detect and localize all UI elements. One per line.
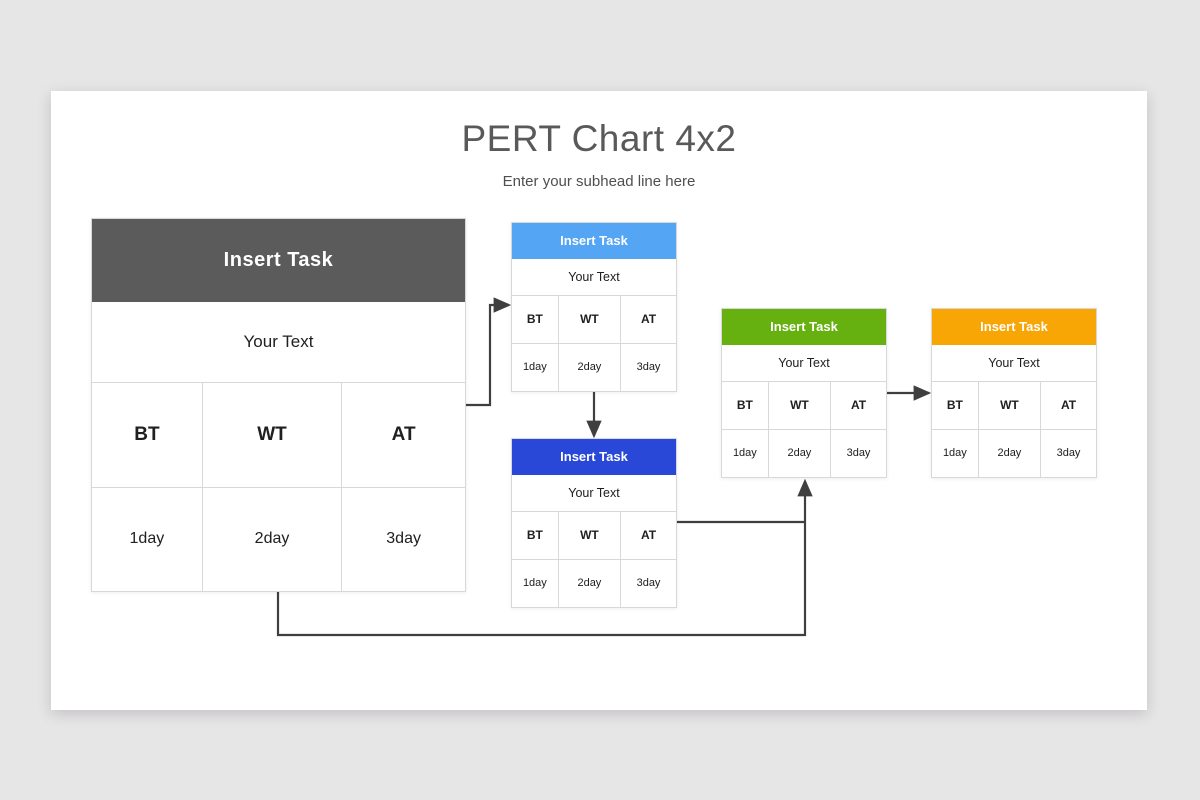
at-label-cell: AT	[342, 383, 465, 488]
day1-cell: 1day	[512, 343, 559, 391]
bt-label-cell: BT	[722, 382, 769, 430]
at-label-cell: AT	[621, 296, 676, 344]
day1-cell: 1day	[92, 487, 203, 591]
day3-cell: 3day	[1056, 447, 1081, 460]
bt-label-cell: BT	[512, 512, 559, 560]
slide-canvas: PERT Chart 4x2 Enter your subhead line h…	[51, 91, 1147, 710]
day2-cell: 2day	[559, 559, 622, 607]
connector-task1-task2	[466, 297, 512, 407]
day3-cell: 3day	[386, 530, 421, 548]
page-title: PERT Chart 4x2	[461, 118, 737, 159]
day3-cell: 3day	[636, 577, 661, 590]
task-card-body: Your Text	[722, 345, 886, 383]
wt-label-cell: WT	[558, 512, 622, 560]
day2-cell: 2day	[979, 429, 1042, 477]
task-card-1: Insert Task Your Text BT WT AT 1day 2day…	[91, 218, 466, 592]
at-label-cell: AT	[831, 382, 886, 430]
bt-label-cell: BT	[932, 382, 979, 430]
subtitle: Enter your subhead line here	[502, 173, 696, 190]
wt-label-cell: WT	[978, 382, 1042, 430]
task-card-body: Your Text	[512, 475, 676, 513]
task-card-body: Your Text	[512, 259, 676, 297]
task-card-header: Insert Task	[92, 219, 465, 302]
bt-label-cell: BT	[512, 296, 559, 344]
task-card-3: Insert Task Your Text BT WT AT 1day 2day…	[511, 438, 677, 608]
task-card-2: Insert Task Your Text BT WT AT 1day 2day…	[511, 222, 677, 392]
bt-label-cell: BT	[92, 383, 203, 488]
at-label-cell: AT	[1041, 382, 1096, 430]
task-card-5: Insert Task Your Text BT WT AT 1day 2day…	[931, 308, 1097, 478]
day3-cell: 3day	[846, 447, 871, 460]
task-card-body: Your Text	[92, 302, 465, 384]
wt-label-cell: WT	[202, 383, 343, 488]
day1-cell: 1day	[512, 559, 559, 607]
wt-label-cell: WT	[558, 296, 622, 344]
at-label-cell: AT	[621, 512, 676, 560]
day2-cell: 2day	[203, 487, 343, 591]
task-card-header: Insert Task	[512, 223, 676, 259]
task-card-header: Insert Task	[722, 309, 886, 345]
task-card-body: Your Text	[932, 345, 1096, 383]
day1-cell: 1day	[722, 429, 769, 477]
task-card-4: Insert Task Your Text BT WT AT 1day 2day…	[721, 308, 887, 478]
wt-label-cell: WT	[768, 382, 832, 430]
day2-cell: 2day	[559, 343, 622, 391]
task-card-header: Insert Task	[512, 439, 676, 475]
task-card-header: Insert Task	[932, 309, 1096, 345]
day3-cell: 3day	[636, 361, 661, 374]
day2-cell: 2day	[769, 429, 832, 477]
day1-cell: 1day	[932, 429, 979, 477]
